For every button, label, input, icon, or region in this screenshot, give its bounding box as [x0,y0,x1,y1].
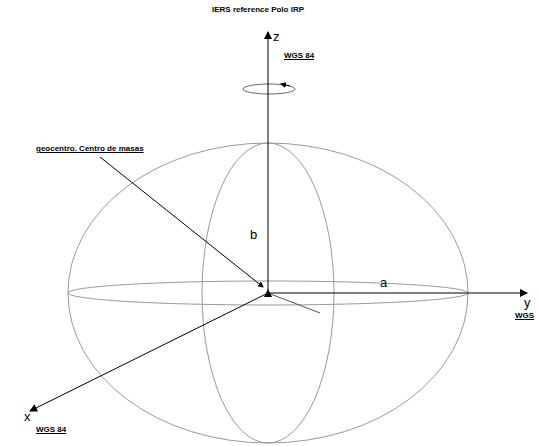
rotation-arrow [281,84,290,86]
datum-label: WGS [515,312,534,321]
datum-label: WGS 84 [284,52,314,61]
geocentre-mark [264,289,272,297]
semi-axis-label: b [250,228,257,242]
z-axis [268,32,269,293]
axis-letter: y [524,296,531,310]
rotation-ellipse [243,84,295,94]
semi-axis-label: a [380,276,387,290]
y-axis [268,293,527,294]
datum-label: WGS 84 [36,426,66,435]
title-label: IERS reference Polo IRP [212,6,304,15]
axis-letter: z [273,30,280,44]
axis-letter: x [24,410,31,424]
leader-line [100,157,263,287]
radius-line [268,293,320,313]
x-axis [30,293,268,411]
callout-label: geocentro. Centro de masas [36,145,144,154]
